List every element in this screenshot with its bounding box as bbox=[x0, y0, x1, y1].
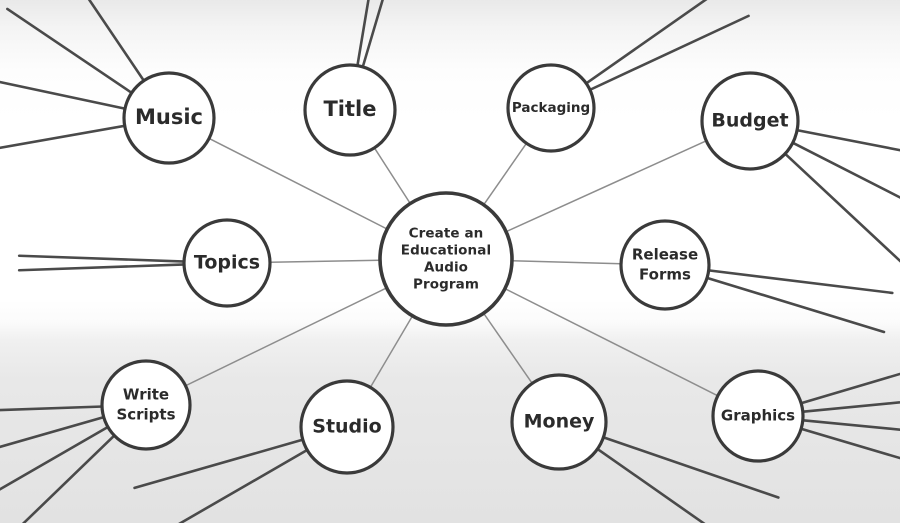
branch-graphics-4 bbox=[798, 427, 900, 460]
node-circle-write-scripts bbox=[100, 359, 192, 451]
node-label-money: Money bbox=[524, 411, 595, 433]
branch-packaging-1 bbox=[584, 0, 708, 86]
node-circle-money bbox=[510, 373, 608, 471]
spoke-budget bbox=[505, 140, 707, 233]
branch-release-forms-2 bbox=[704, 276, 886, 334]
node-circle-title bbox=[303, 63, 397, 157]
branch-music-3 bbox=[6, 7, 134, 95]
spoke-music bbox=[208, 137, 388, 230]
node-circle-budget bbox=[700, 71, 800, 171]
node-label-center: Audio bbox=[424, 260, 468, 276]
node-label-budget: Budget bbox=[711, 110, 788, 132]
branch-budget-1 bbox=[794, 128, 900, 152]
branch-music-2 bbox=[0, 80, 128, 111]
branch-write-scripts-4 bbox=[0, 405, 105, 412]
spoke-write-scripts bbox=[185, 287, 387, 387]
branch-write-scripts-3 bbox=[0, 415, 106, 449]
node-label-title: Title bbox=[323, 97, 376, 121]
branch-money-1 bbox=[601, 435, 780, 499]
node-label-release-forms: Release bbox=[632, 246, 698, 264]
branch-graphics-1 bbox=[798, 372, 900, 405]
branch-graphics-2 bbox=[800, 401, 900, 414]
node-circle-music bbox=[122, 71, 216, 165]
branch-budget-2 bbox=[790, 141, 900, 199]
spoke-studio bbox=[369, 315, 414, 388]
node-circle-release-forms bbox=[619, 219, 711, 311]
node-label-write-scripts: Scripts bbox=[116, 406, 175, 424]
node-label-write-scripts: Write bbox=[123, 386, 169, 404]
node-music[interactable]: Music bbox=[122, 71, 216, 165]
node-label-release-forms: Forms bbox=[639, 266, 691, 284]
branch-graphics-3 bbox=[800, 418, 900, 431]
node-label-center: Program bbox=[413, 277, 479, 293]
node-label-graphics: Graphics bbox=[721, 407, 795, 425]
branch-packaging-2 bbox=[587, 14, 750, 92]
node-circle-packaging bbox=[506, 63, 596, 153]
branch-write-scripts-2 bbox=[0, 425, 111, 491]
branch-music-4 bbox=[87, 0, 146, 83]
node-money[interactable]: Money bbox=[510, 373, 608, 471]
node-title[interactable]: Title bbox=[303, 63, 397, 157]
spoke-title bbox=[373, 147, 411, 204]
branch-write-scripts-1 bbox=[21, 433, 117, 523]
branch-money-2 bbox=[595, 447, 706, 523]
node-label-topics: Topics bbox=[194, 252, 260, 274]
node-packaging[interactable]: Packaging bbox=[506, 63, 596, 153]
spokes-layer bbox=[185, 137, 719, 397]
branch-topics-2 bbox=[17, 254, 187, 263]
node-topics[interactable]: Topics bbox=[182, 218, 272, 308]
node-circle-center bbox=[378, 191, 514, 327]
branch-title-1 bbox=[355, 0, 370, 68]
node-graphics[interactable]: Graphics bbox=[711, 369, 805, 463]
node-label-studio: Studio bbox=[312, 416, 381, 438]
node-label-music: Music bbox=[135, 105, 203, 129]
node-circle-topics bbox=[182, 218, 272, 308]
nodes-layer: Music Title PackagingBudgetReleaseFormsGra… bbox=[100, 63, 805, 475]
spoke-money bbox=[482, 312, 533, 384]
branch-topics-1 bbox=[17, 263, 187, 272]
spoke-graphics bbox=[504, 287, 719, 397]
node-label-center: Create an bbox=[409, 226, 484, 242]
node-label-packaging: Packaging bbox=[512, 100, 590, 116]
node-circle-studio bbox=[299, 379, 395, 475]
branch-music-1 bbox=[0, 124, 127, 150]
spoke-packaging bbox=[483, 142, 528, 206]
spoke-topics bbox=[269, 259, 381, 263]
branch-budget-3 bbox=[783, 151, 900, 263]
branch-release-forms-1 bbox=[706, 268, 894, 295]
branch-title-2 bbox=[361, 0, 384, 70]
node-label-center: Educational bbox=[401, 243, 491, 259]
node-studio[interactable]: Studio bbox=[299, 379, 395, 475]
node-budget[interactable]: Budget bbox=[700, 71, 800, 171]
node-circle-graphics bbox=[711, 369, 805, 463]
branch-studio-2 bbox=[133, 438, 306, 490]
spoke-release-forms bbox=[511, 260, 622, 265]
